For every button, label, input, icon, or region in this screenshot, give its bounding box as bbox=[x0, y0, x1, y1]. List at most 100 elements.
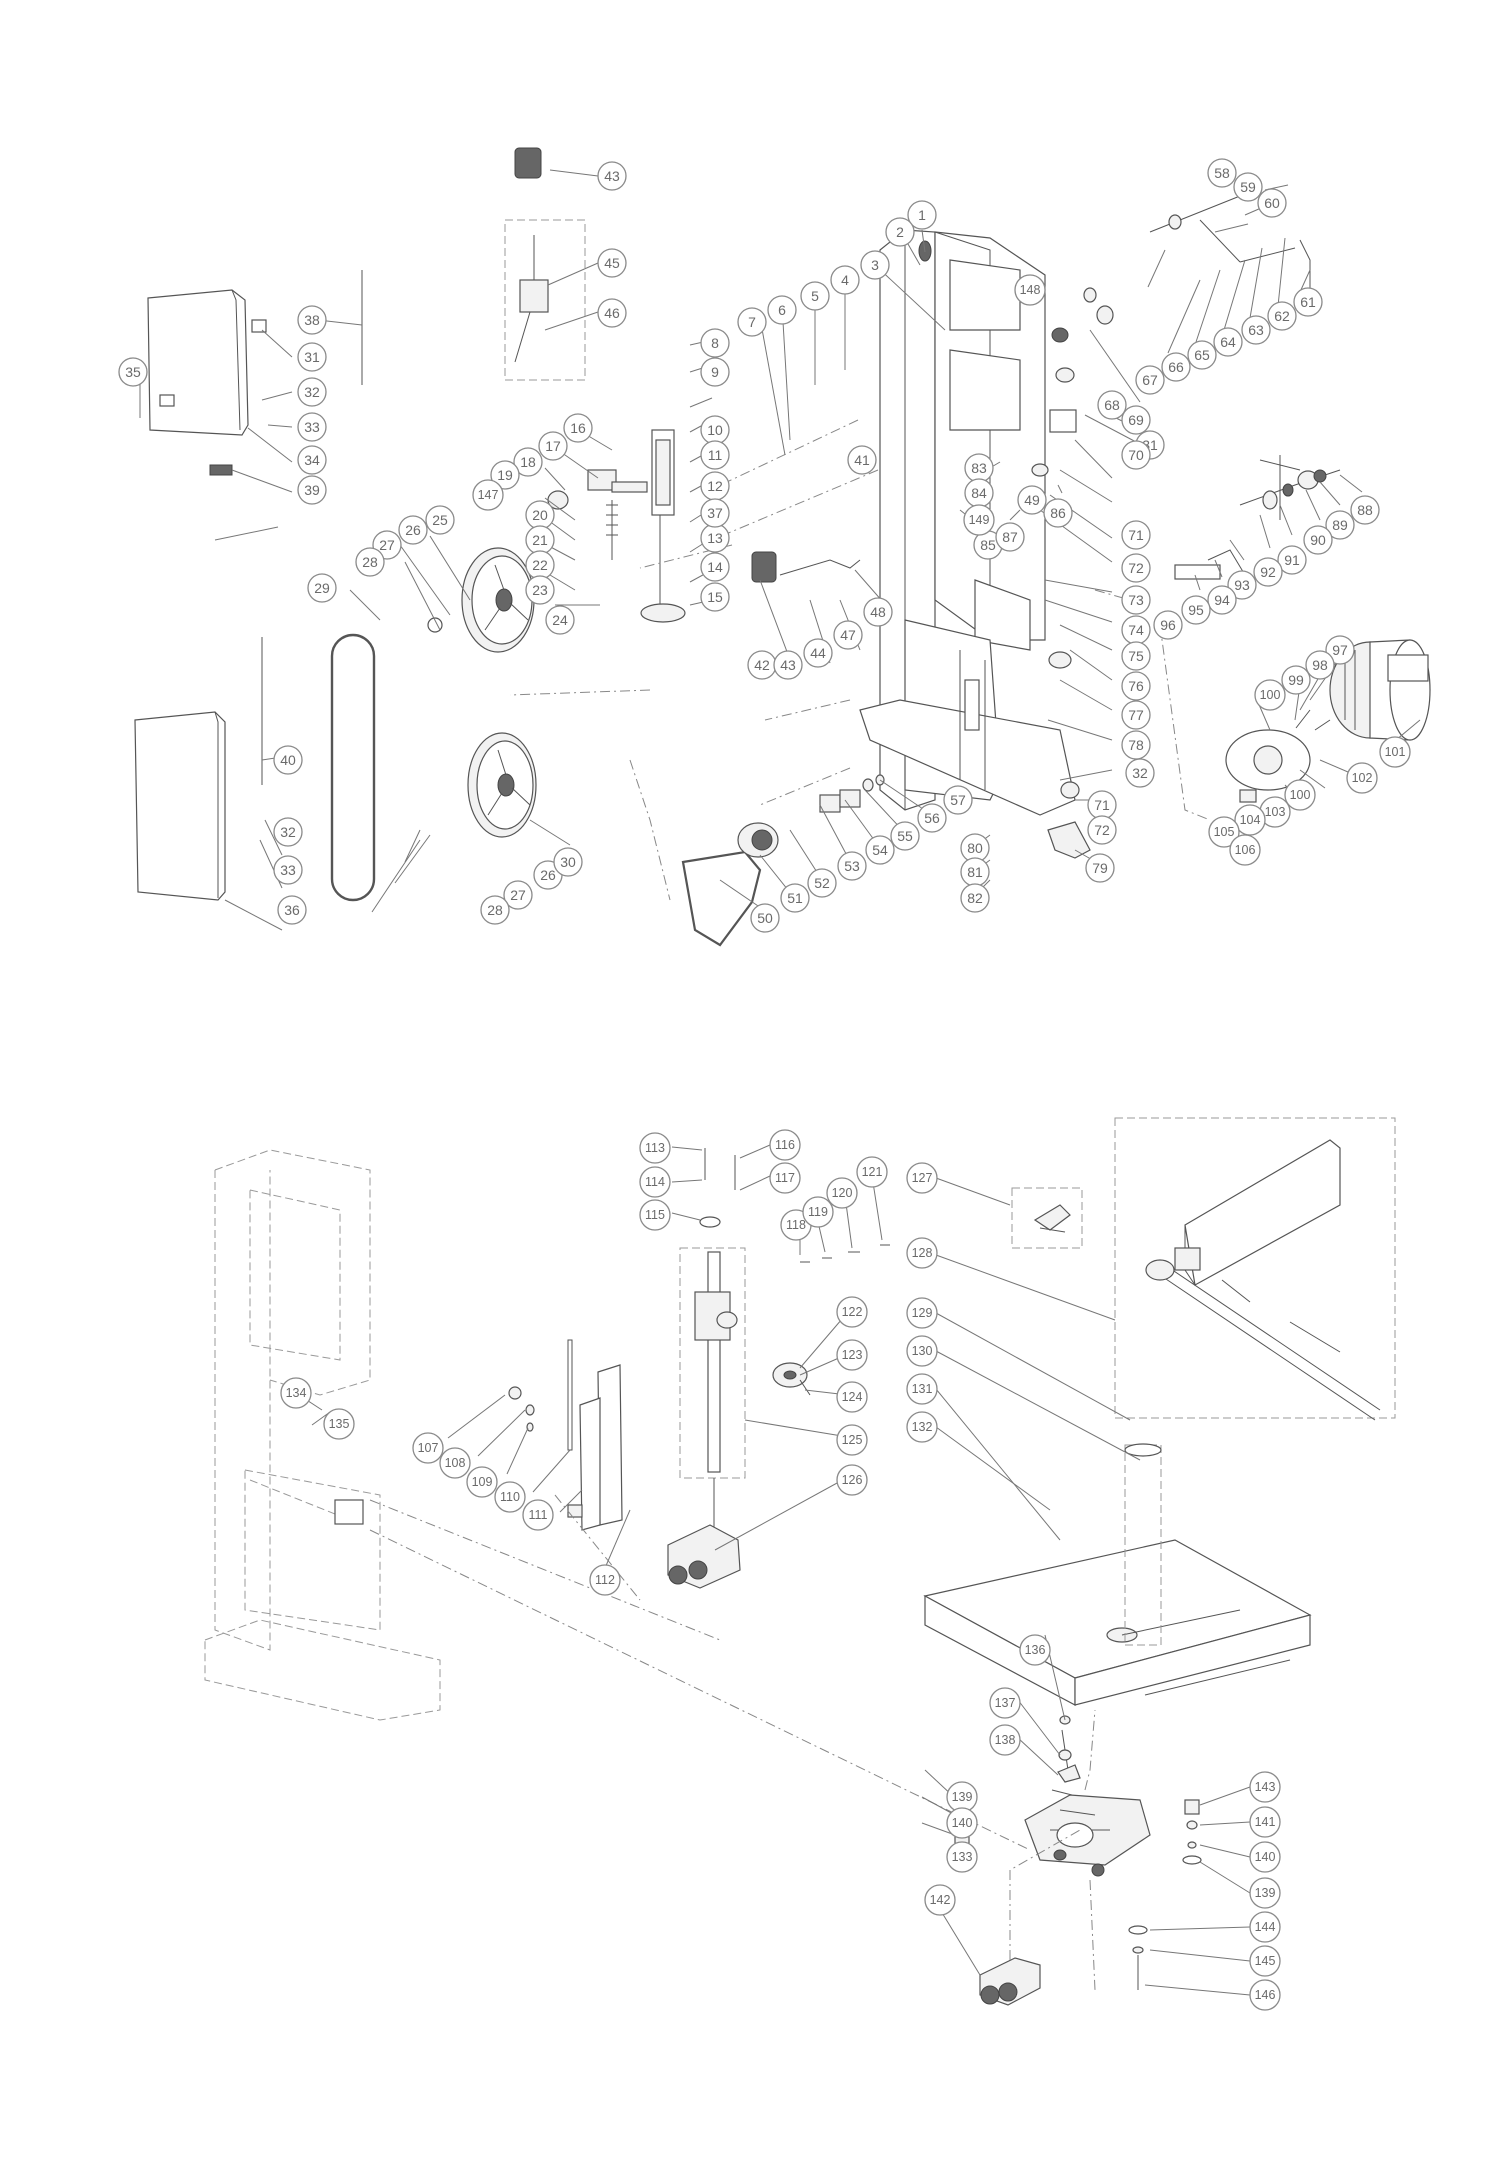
callout-65: 65 bbox=[1187, 340, 1217, 370]
callout-122: 122 bbox=[836, 1296, 868, 1328]
callout-69: 69 bbox=[1121, 405, 1151, 435]
callout-70: 70 bbox=[1121, 440, 1151, 470]
callout-number: 54 bbox=[872, 842, 888, 858]
callout-number: 31 bbox=[304, 349, 320, 365]
callout-number: 53 bbox=[844, 858, 860, 874]
callout-142: 142 bbox=[924, 1884, 956, 1916]
callout-146: 146 bbox=[1249, 1979, 1281, 2011]
callout-number: 19 bbox=[497, 467, 513, 483]
callout-number: 65 bbox=[1194, 347, 1210, 363]
callout-number: 37 bbox=[707, 505, 723, 521]
callout-number: 61 bbox=[1300, 294, 1316, 310]
callout-number: 110 bbox=[500, 1490, 520, 1504]
callout-25: 25 bbox=[425, 505, 455, 535]
callout-23: 23 bbox=[525, 575, 555, 605]
lower-wheel bbox=[467, 732, 537, 838]
callout-61: 61 bbox=[1293, 287, 1323, 317]
callout-number: 14 bbox=[707, 559, 723, 575]
callout-number: 119 bbox=[808, 1205, 828, 1219]
callout-number: 98 bbox=[1312, 657, 1328, 673]
callout-number: 40 bbox=[280, 752, 296, 768]
callout-number: 8 bbox=[711, 335, 719, 351]
angle-bracket bbox=[508, 1339, 623, 1531]
callout-number: 122 bbox=[842, 1305, 863, 1319]
callout-10: 10 bbox=[700, 415, 730, 445]
callout-number: 109 bbox=[472, 1475, 493, 1489]
callout-59: 59 bbox=[1233, 172, 1263, 202]
callout-number: 132 bbox=[912, 1420, 933, 1434]
callout-number: 73 bbox=[1128, 592, 1144, 608]
callout-number: 71 bbox=[1128, 527, 1144, 543]
callout-43-2: 43 bbox=[773, 650, 803, 680]
callout-number: 139 bbox=[1255, 1886, 1276, 1900]
callout-96: 96 bbox=[1153, 610, 1183, 640]
callout-9: 9 bbox=[700, 357, 730, 387]
callout-number: 140 bbox=[1255, 1850, 1276, 1864]
callout-124: 124 bbox=[836, 1381, 868, 1413]
callout-111: 111 bbox=[522, 1499, 554, 1531]
callout-number: 34 bbox=[304, 452, 320, 468]
callout-15: 15 bbox=[700, 582, 730, 612]
callout-number: 85 bbox=[980, 537, 996, 553]
callout-number: 111 bbox=[528, 1508, 547, 1522]
callout-29: 29 bbox=[307, 573, 337, 603]
work-table bbox=[923, 1443, 1312, 1706]
callout-55: 55 bbox=[890, 821, 920, 851]
callout-number: 27 bbox=[510, 887, 526, 903]
callout-97: 97 bbox=[1325, 635, 1355, 665]
callout-113: 113 bbox=[639, 1132, 671, 1164]
callout-147: 147 bbox=[472, 479, 504, 511]
callout-number: 123 bbox=[842, 1348, 863, 1362]
callout-number: 143 bbox=[1255, 1780, 1276, 1794]
callout-116: 116 bbox=[769, 1129, 801, 1161]
lower-wheel-cover bbox=[134, 637, 263, 901]
callout-bubbles: 1234567891011121314151617181920212223242… bbox=[118, 158, 1411, 2011]
callout-number: 121 bbox=[862, 1165, 883, 1179]
callout-30: 30 bbox=[553, 847, 583, 877]
callout-number: 56 bbox=[924, 810, 940, 826]
callout-number: 52 bbox=[814, 875, 830, 891]
switch-box-side bbox=[751, 551, 861, 583]
callout-32: 32 bbox=[297, 377, 327, 407]
callout-number: 35 bbox=[125, 364, 141, 380]
callout-number: 2 bbox=[896, 224, 904, 240]
callout-number: 33 bbox=[280, 862, 296, 878]
callout-number: 29 bbox=[314, 580, 330, 596]
callout-72-2: 72 bbox=[1087, 815, 1117, 845]
callout-number: 46 bbox=[604, 305, 620, 321]
callout-number: 4 bbox=[841, 272, 849, 288]
callout-133: 133 bbox=[946, 1841, 978, 1873]
callout-number: 20 bbox=[532, 507, 548, 523]
callout-31: 31 bbox=[297, 342, 327, 372]
callout-number: 71 bbox=[1094, 797, 1110, 813]
callout-26: 26 bbox=[398, 515, 428, 545]
callout-number: 100 bbox=[1290, 788, 1311, 802]
callout-number: 127 bbox=[912, 1171, 933, 1185]
callout-140: 140 bbox=[946, 1807, 978, 1839]
callout-90: 90 bbox=[1303, 525, 1333, 555]
callout-number: 117 bbox=[775, 1171, 795, 1185]
callout-145: 145 bbox=[1249, 1945, 1281, 1977]
callout-number: 103 bbox=[1265, 805, 1286, 819]
callout-number: 139 bbox=[952, 1790, 973, 1804]
callout-52: 52 bbox=[807, 868, 837, 898]
callout-number: 75 bbox=[1128, 648, 1144, 664]
callout-8: 8 bbox=[700, 328, 730, 358]
callout-22: 22 bbox=[525, 550, 555, 580]
callout-number: 102 bbox=[1352, 771, 1373, 785]
callout-number: 148 bbox=[1020, 283, 1041, 297]
callout-27-2: 27 bbox=[503, 880, 533, 910]
callout-72: 72 bbox=[1121, 553, 1151, 583]
callout-number: 84 bbox=[971, 485, 987, 501]
motor bbox=[1225, 639, 1431, 803]
callout-number: 27 bbox=[379, 537, 395, 553]
callout-number: 48 bbox=[870, 604, 886, 620]
callout-74: 74 bbox=[1121, 615, 1151, 645]
callout-115: 115 bbox=[639, 1199, 671, 1231]
callout-number: 120 bbox=[832, 1186, 853, 1200]
callout-42: 42 bbox=[747, 650, 777, 680]
callout-number: 24 bbox=[552, 612, 568, 628]
callout-3: 3 bbox=[860, 250, 890, 280]
callout-number: 17 bbox=[545, 438, 561, 454]
callout-106: 106 bbox=[1229, 834, 1261, 866]
